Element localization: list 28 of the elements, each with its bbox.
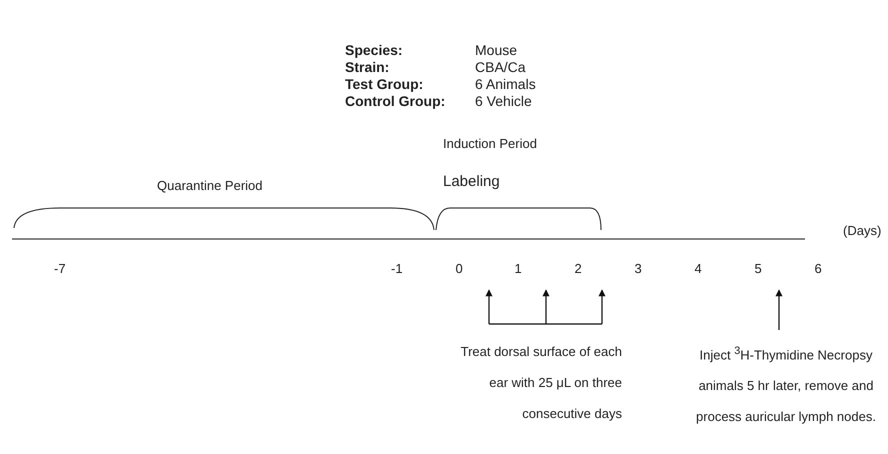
field-value: Mouse [475,42,518,58]
tick-label: -1 [391,261,403,277]
tick-label: -7 [54,261,66,277]
period-label: Induction Period [443,136,537,152]
field-label: Test Group: [345,76,424,92]
tick-label: 1 [514,261,522,277]
tick-label: 0 [456,261,463,277]
field-label: Species: [345,42,403,58]
arrow [542,289,550,324]
arrow [776,289,782,330]
period-label: Labeling [443,174,500,190]
note-text: Inject $^{3}$H-Thymidine Necropsy animals 5 hr later, remove and process auricular lymph nodes. [688,330,884,432]
field-label: Control Group: [345,93,446,109]
field-value: 6 Animals [475,76,536,92]
tick-label: 5 [754,261,762,277]
tick-label: 6 [814,261,822,277]
arrow [598,289,606,324]
tick-label: 4 [694,261,702,277]
tick-label: 2 [574,261,582,277]
field-label: Strain: [345,59,390,75]
period-label: Quarantine Period [157,178,263,194]
arrow [486,289,492,324]
period-label: (Days) [843,223,882,239]
field-value: CBA/Ca [475,59,526,75]
field-value: 6 Vehicle [475,93,532,109]
tick-label: 3 [634,261,642,277]
connector-line [489,323,602,325]
note-text: Treat dorsal surface of each ear with 25 μL on three consecutive days [440,324,622,429]
